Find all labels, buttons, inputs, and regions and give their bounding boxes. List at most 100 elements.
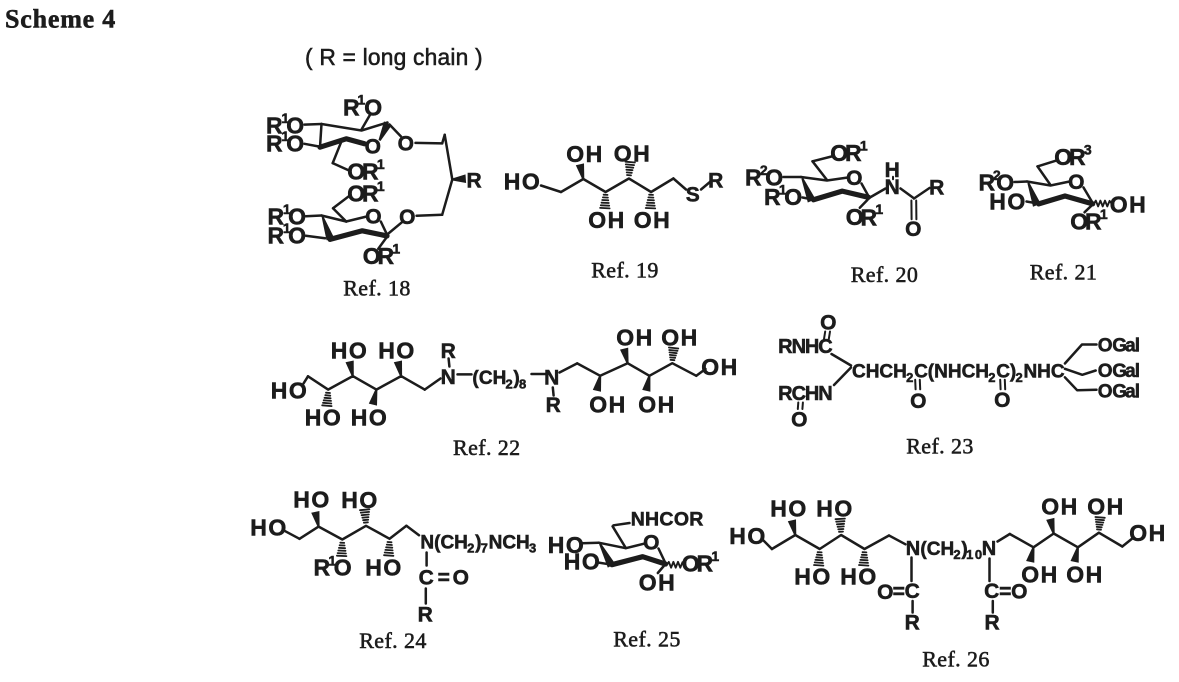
svg-text:a: a (1125, 361, 1136, 382)
svg-text:R: R (764, 184, 782, 210)
svg-text:R: R (929, 177, 946, 200)
svg-text:N: N (934, 361, 948, 382)
svg-text:O: O (674, 509, 689, 531)
svg-text:O: O (364, 94, 383, 120)
svg-text:R: R (978, 169, 996, 195)
svg-text:OH: OH (588, 207, 626, 233)
svg-text:N: N (792, 336, 806, 358)
svg-text:H: H (493, 368, 507, 389)
svg-text:HO: HO (989, 188, 1027, 214)
svg-text:O: O (1011, 581, 1029, 604)
svg-text:R: R (267, 204, 285, 230)
svg-text:OH: OH (1087, 493, 1125, 519)
svg-text:): ) (475, 532, 481, 553)
svg-text:1: 1 (1100, 206, 1109, 222)
svg-text:R: R (362, 180, 380, 206)
svg-text:1: 1 (328, 552, 337, 568)
svg-text:R: R (778, 383, 793, 405)
svg-text:C: C (905, 580, 922, 603)
svg-text:1: 1 (377, 178, 386, 194)
svg-text:C: C (818, 336, 832, 358)
svg-text:OH: OH (1041, 493, 1079, 519)
svg-text:N: N (818, 383, 832, 405)
svg-text:1: 1 (281, 128, 290, 144)
svg-text:O: O (877, 581, 895, 604)
svg-text:(: ( (928, 361, 935, 382)
svg-text:1: 1 (377, 156, 386, 172)
svg-text:C: C (1051, 361, 1065, 382)
svg-text:O: O (1098, 381, 1113, 402)
svg-text:Ref. 19: Ref. 19 (591, 257, 659, 282)
svg-text:R: R (778, 336, 793, 358)
svg-text:HO: HO (816, 495, 854, 521)
svg-text:O: O (910, 390, 928, 413)
svg-text:OH: OH (661, 324, 699, 350)
svg-text:R: R (845, 140, 863, 166)
svg-text:=: = (999, 581, 1013, 604)
svg-text:Ref. 25: Ref. 25 (613, 626, 681, 651)
svg-text:C: C (962, 361, 976, 382)
svg-text:1: 1 (779, 182, 788, 198)
svg-text:R: R (696, 550, 714, 576)
svg-text:Ref. 22: Ref. 22 (453, 435, 521, 460)
svg-text:O: O (996, 169, 1015, 195)
svg-text:OH: OH (616, 324, 654, 350)
svg-text:7: 7 (481, 541, 490, 556)
svg-text:O: O (399, 206, 417, 229)
svg-text:H: H (454, 532, 468, 553)
svg-text:1: 1 (283, 201, 292, 217)
svg-text:N: N (982, 538, 996, 560)
svg-text:1: 1 (283, 220, 292, 236)
svg-text:OH: OH (638, 391, 676, 417)
svg-text:HO: HO (729, 523, 767, 549)
svg-text:H: H (805, 383, 819, 405)
svg-text:R: R (905, 612, 922, 635)
svg-text:Ref. 26: Ref. 26 (922, 646, 990, 671)
svg-text:R: R (441, 340, 458, 363)
svg-text:G: G (1112, 381, 1127, 402)
svg-text:Ref. 18: Ref. 18 (343, 275, 411, 300)
svg-text:C: C (927, 539, 941, 560)
svg-text:O: O (1070, 208, 1089, 234)
svg-text:3: 3 (529, 541, 538, 556)
svg-text:N: N (885, 176, 902, 199)
svg-text:OH: OH (1021, 561, 1059, 587)
svg-text:HO: HO (341, 487, 379, 513)
svg-text:O: O (643, 531, 661, 554)
svg-text:Scheme 4: Scheme 4 (5, 4, 116, 33)
svg-text:C: C (440, 532, 454, 553)
svg-text:O: O (682, 550, 701, 576)
svg-text:HO: HO (504, 168, 542, 194)
svg-text:l: l (1135, 381, 1140, 402)
svg-text:O: O (765, 164, 784, 190)
svg-text:Ref. 21: Ref. 21 (1030, 259, 1098, 284)
svg-text:R: R (1085, 208, 1103, 234)
svg-text:Ref. 20: Ref. 20 (851, 262, 919, 287)
svg-text:l: l (1135, 361, 1140, 382)
svg-text:OH: OH (701, 354, 739, 380)
svg-text:OH: OH (1110, 191, 1148, 217)
svg-text:G: G (1112, 335, 1127, 356)
svg-text:a: a (1125, 335, 1136, 356)
svg-text:1: 1 (357, 92, 366, 108)
svg-text:N: N (631, 509, 645, 531)
svg-text:OH: OH (1066, 561, 1104, 587)
svg-text:R: R (313, 555, 331, 581)
svg-text:R: R (466, 169, 483, 192)
svg-text:C: C (879, 361, 893, 382)
svg-text:OH: OH (589, 391, 627, 417)
svg-text:HO: HO (378, 337, 416, 363)
svg-text:R: R (984, 612, 1001, 635)
svg-text:O: O (288, 204, 307, 230)
svg-text:R: R (377, 243, 395, 269)
svg-text:Ref. 23: Ref. 23 (906, 433, 974, 458)
svg-text:=: = (438, 567, 452, 590)
svg-text:2: 2 (953, 547, 962, 562)
svg-text:O: O (347, 159, 366, 185)
svg-text:HO: HO (250, 514, 288, 540)
svg-text:1: 1 (711, 548, 720, 564)
svg-text:2: 2 (988, 370, 997, 385)
svg-text:2: 2 (760, 162, 769, 178)
svg-text:HO: HO (365, 554, 403, 580)
svg-text:R: R (343, 94, 361, 120)
